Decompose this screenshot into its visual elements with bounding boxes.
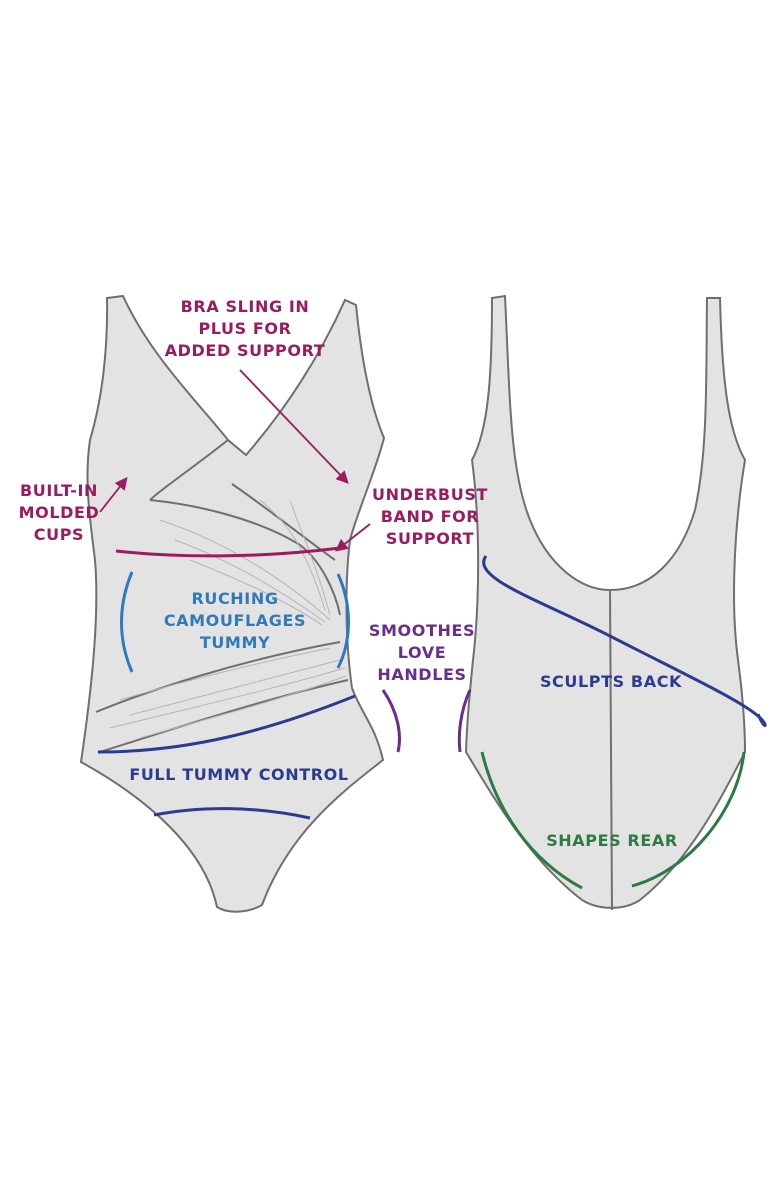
underbust-line-3: SUPPORT — [385, 529, 475, 548]
bra-sling-arrow — [239, 369, 349, 484]
ruching-line-2: CAMOUFLAGES — [163, 611, 307, 630]
ruching-left-bracket — [120, 571, 134, 673]
front-swimsuit-body — [79, 294, 386, 913]
love-handles-line-1: SMOOTHES — [368, 621, 476, 640]
ruching-lines — [109, 499, 347, 739]
built-in-cups-line-3: CUPS — [33, 525, 85, 544]
shapes-rear-right-stroke — [631, 751, 746, 888]
underbust-line-2: BAND FOR — [380, 507, 480, 526]
love-handles-back-stroke — [457, 689, 472, 753]
ruching-line-1: RUCHING — [191, 589, 279, 608]
ruching-label: RUCHING CAMOUFLAGES TUMMY — [150, 588, 320, 654]
tummy-control-stroke-lower — [153, 807, 311, 820]
underbust-label: UNDERBUST BAND FOR SUPPORT — [362, 484, 498, 550]
ruching-right-bracket — [336, 573, 350, 669]
front-wrap-neckline — [149, 439, 341, 616]
tummy-control-label: FULL TUMMY CONTROL — [129, 765, 349, 784]
bra-sling-label: BRA SLING IN PLUS FOR ADDED SUPPORT — [160, 296, 330, 362]
shapes-rear-label: SHAPES REAR — [546, 831, 678, 850]
front-wrap-band — [95, 641, 349, 753]
bra-sling-line-1: BRA SLING IN — [180, 297, 310, 316]
built-in-cups-line-2: MOLDED — [18, 503, 100, 522]
built-in-cups-arrow — [99, 477, 128, 513]
love-handles-line-2: LOVE — [397, 643, 447, 662]
built-in-cups-line-1: BUILT-IN — [19, 481, 99, 500]
bra-sling-line-3: ADDED SUPPORT — [164, 341, 326, 360]
love-handles-line-3: HANDLES — [377, 665, 467, 684]
underbust-line-1: UNDERBUST — [372, 485, 488, 504]
tummy-control-stroke-upper — [97, 694, 356, 754]
back-center-seam — [609, 589, 613, 911]
love-handles-front-stroke — [381, 689, 401, 753]
shapes-rear-left-stroke — [480, 751, 583, 890]
built-in-cups-label: BUILT-IN MOLDED CUPS — [8, 480, 110, 546]
sculpts-back-label: SCULPTS BACK — [539, 672, 683, 691]
underbust-arrow — [335, 523, 371, 552]
bra-sling-line-2: PLUS FOR — [198, 319, 292, 338]
front-swimsuit — [79, 294, 386, 913]
back-swimsuit — [464, 294, 747, 911]
ruching-line-3: TUMMY — [199, 633, 271, 652]
sculpts-back-stroke — [482, 555, 767, 727]
underbust-band-stroke — [115, 546, 341, 558]
love-handles-label: SMOOTHES LOVE HANDLES — [362, 620, 482, 686]
